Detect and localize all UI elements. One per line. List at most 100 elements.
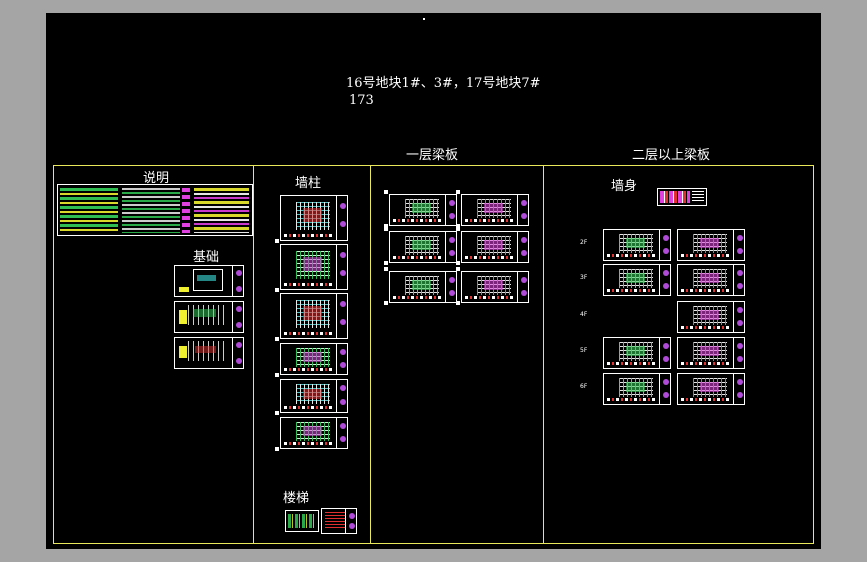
row-tag: 5F — [580, 347, 588, 354]
title-block — [336, 418, 347, 448]
detail-strip — [393, 219, 442, 222]
plan-core — [700, 346, 719, 356]
detail-strip — [393, 296, 442, 299]
insertion-marker — [275, 337, 279, 341]
sheet-stairs-1[interactable] — [285, 510, 319, 532]
sheet-first-floor-2[interactable] — [461, 194, 529, 226]
title-block — [733, 265, 744, 295]
insertion-marker — [275, 288, 279, 292]
plan-core — [412, 240, 431, 250]
section-label-foundation: 基础 — [193, 250, 220, 265]
insertion-marker — [456, 261, 460, 265]
section-label-first-floor-beams: 一层梁板 — [406, 148, 459, 163]
title-block — [733, 230, 744, 260]
drawing-title: 16号地块1#、3#，17号地块7# — [346, 76, 541, 91]
sheet-wall-columns-6[interactable] — [280, 417, 348, 449]
divider — [253, 165, 254, 544]
sheet-first-floor-4[interactable] — [461, 231, 529, 263]
row-tag: 4F — [580, 311, 588, 318]
plan-core — [303, 352, 322, 362]
sheet-wall-body-right-2[interactable] — [677, 264, 745, 296]
sheet-first-floor-5[interactable] — [389, 271, 457, 303]
plan-core — [700, 273, 719, 283]
sheet-wall-columns-2[interactable] — [280, 244, 348, 290]
detail-strip — [607, 254, 656, 257]
insertion-marker — [384, 190, 388, 194]
plan-core — [303, 426, 322, 436]
insertion-marker — [456, 190, 460, 194]
title-block — [517, 195, 528, 225]
drawing-number: 173 — [349, 93, 374, 108]
plan-core — [303, 306, 322, 320]
detail-strip — [284, 368, 333, 371]
drawing-frame — [53, 165, 814, 544]
plan-core — [700, 382, 719, 392]
title-block — [445, 232, 456, 262]
detail-strip — [681, 398, 730, 401]
sheet-foundation-2[interactable] — [174, 301, 244, 333]
sheet-wall-body-left-5[interactable] — [603, 373, 671, 405]
insertion-marker — [384, 301, 388, 305]
sheet-wall-body-left-4[interactable] — [603, 337, 671, 369]
insertion-marker — [456, 301, 460, 305]
detail-strip — [681, 326, 730, 329]
title-block — [733, 374, 744, 404]
divider — [543, 165, 544, 544]
insertion-marker — [275, 373, 279, 377]
plan-core — [412, 280, 431, 290]
sheet-stairs-2[interactable] — [321, 508, 357, 534]
sheet-wall-columns-5[interactable] — [280, 379, 348, 413]
title-block — [659, 338, 670, 368]
sheet-wall-body-right-4[interactable] — [677, 337, 745, 369]
sheet-notes[interactable] — [57, 184, 253, 236]
sheet-foundation-1[interactable] — [174, 265, 244, 297]
plan-core — [303, 389, 322, 399]
insertion-marker — [384, 261, 388, 265]
sheet-foundation-3[interactable] — [174, 337, 244, 369]
detail-strip — [607, 289, 656, 292]
title-block — [733, 302, 744, 332]
sheet-wall-body-right-3[interactable] — [677, 301, 745, 333]
drawing-canvas[interactable]: 16号地块1#、3#，17号地块7# 173 一层梁板 二层以上梁板 说明 基础… — [46, 13, 821, 549]
title-block — [517, 272, 528, 302]
notes-legend — [182, 188, 190, 233]
sheet-wall-body-right-1[interactable] — [677, 229, 745, 261]
detail-strip — [393, 256, 442, 259]
plan-core — [626, 382, 645, 392]
sheet-first-floor-1[interactable] — [389, 194, 457, 226]
title-block — [336, 380, 347, 412]
sheet-first-floor-3[interactable] — [389, 231, 457, 263]
title-block — [733, 338, 744, 368]
plan-core — [484, 203, 503, 213]
sheet-wall-columns-4[interactable] — [280, 343, 348, 375]
detail-strip — [681, 362, 730, 365]
title-block — [445, 195, 456, 225]
title-block — [659, 230, 670, 260]
sheet-wall-body-left-2[interactable] — [603, 264, 671, 296]
insertion-marker — [384, 227, 388, 231]
detail-strip — [284, 406, 333, 409]
notes-table — [122, 188, 180, 233]
title-block — [659, 265, 670, 295]
section-label-stairs: 楼梯 — [283, 491, 310, 506]
detail-strip — [284, 442, 333, 445]
sheet-wall-body-left-1[interactable] — [603, 229, 671, 261]
title-block — [445, 272, 456, 302]
sheet-wall-columns-1[interactable] — [280, 195, 348, 241]
sheet-wall-body-right-5[interactable] — [677, 373, 745, 405]
title-block — [336, 344, 347, 374]
detail-strip — [681, 254, 730, 257]
section-label-wall-columns: 墙柱 — [295, 176, 322, 191]
origin-dot — [423, 18, 425, 20]
sheet-wall-body-legend[interactable] — [657, 188, 707, 206]
title-block — [517, 232, 528, 262]
sheet-wall-columns-3[interactable] — [280, 293, 348, 339]
detail-strip — [465, 219, 514, 222]
detail-strip — [681, 289, 730, 292]
row-tag: 2F — [580, 239, 588, 246]
sheet-first-floor-6[interactable] — [461, 271, 529, 303]
plan-core — [626, 346, 645, 356]
insertion-marker — [456, 227, 460, 231]
notes-table — [194, 188, 249, 233]
plan-core — [484, 280, 503, 290]
